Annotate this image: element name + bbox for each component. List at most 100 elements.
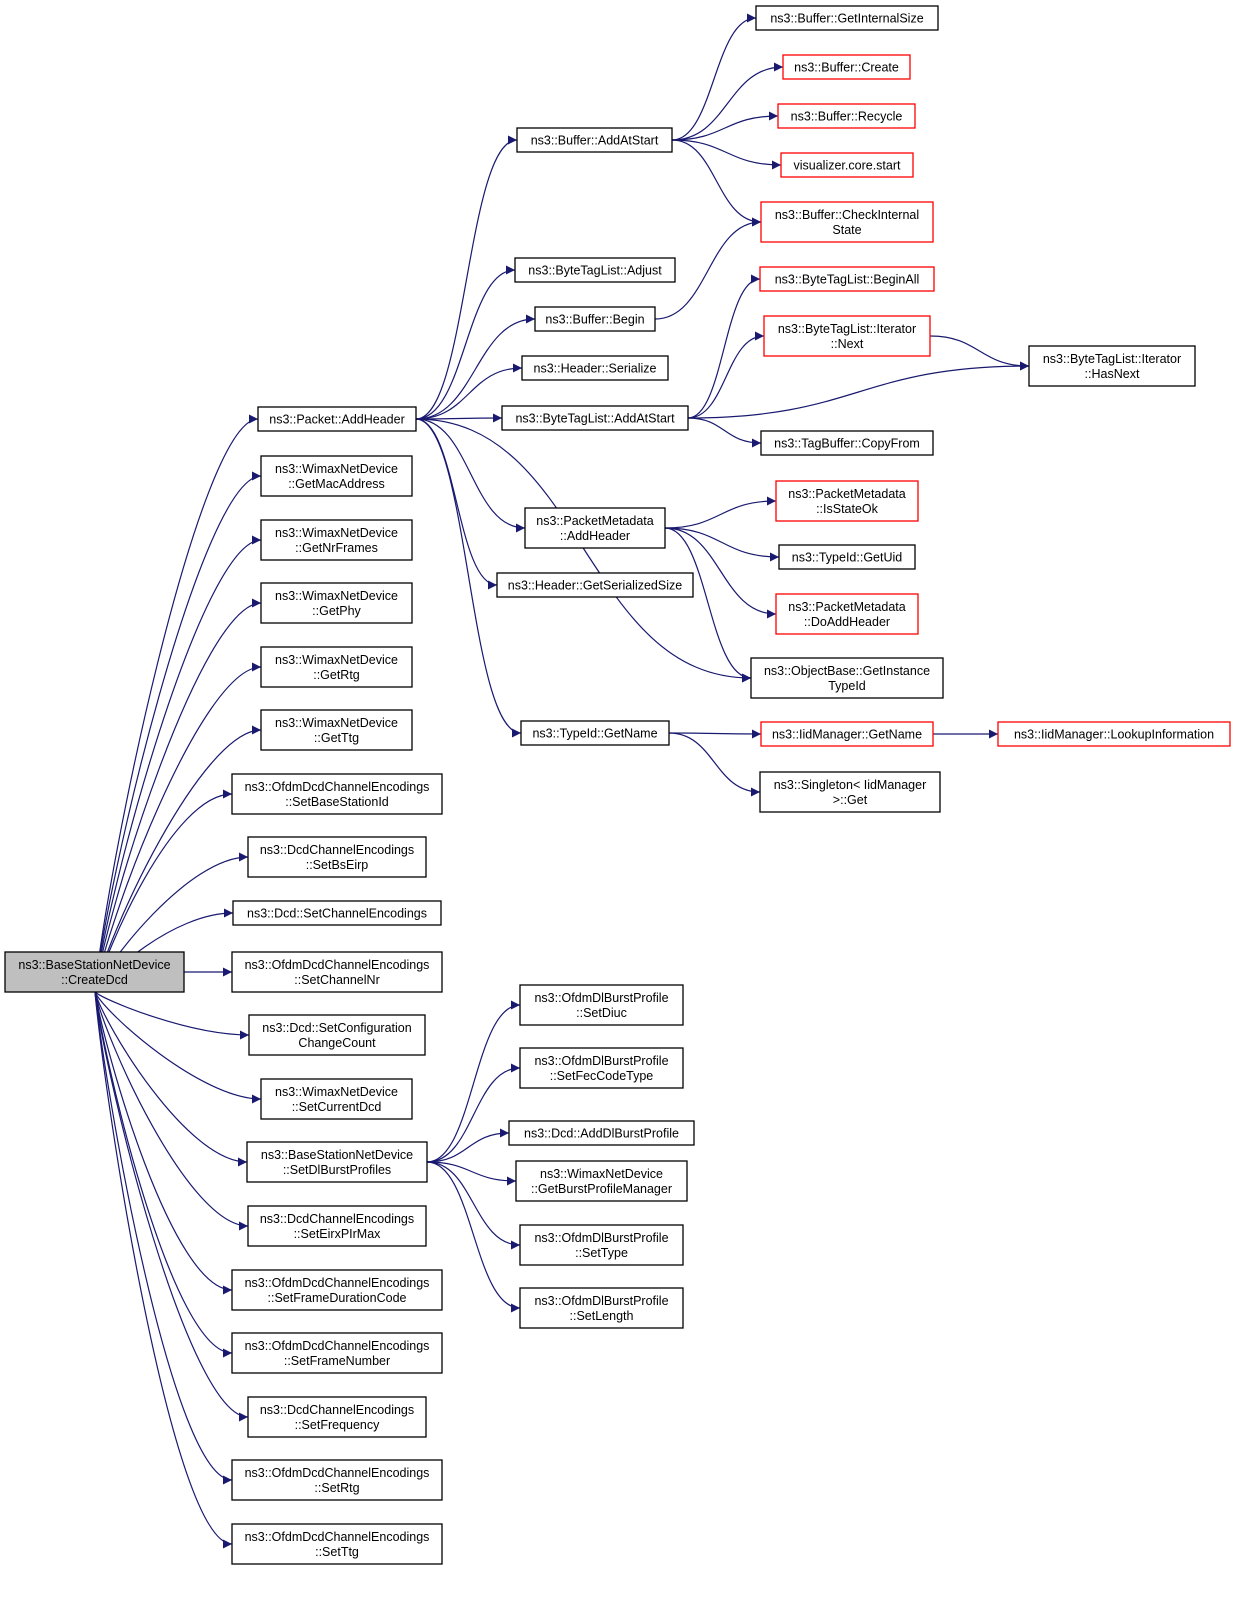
node-set-dl-burst-profiles[interactable]: ns3::BaseStationNetDevice::SetDlBurstPro…	[246, 1141, 428, 1183]
node-iid-get-name[interactable]: ns3::IidManager::GetName	[760, 721, 934, 747]
node-btl-add-at-start[interactable]: ns3::ByteTagList::AddAtStart	[501, 405, 689, 431]
node-box[interactable]	[519, 984, 684, 1026]
node-box[interactable]	[514, 257, 676, 283]
node-box[interactable]	[782, 54, 911, 80]
node-hdr-get-serialized-size[interactable]: ns3::Header::GetSerializedSize	[496, 572, 694, 598]
node-box[interactable]	[521, 355, 669, 381]
node-buf-recycle[interactable]: ns3::Buffer::Recycle	[777, 103, 916, 129]
node-box[interactable]	[755, 5, 939, 31]
node-box[interactable]	[534, 306, 656, 332]
node-root[interactable]: ns3::BaseStationNetDevice::CreateDcd	[4, 951, 185, 993]
node-ofdm-set-length[interactable]: ns3::OfdmDlBurstProfile::SetLength	[519, 1287, 684, 1329]
node-box[interactable]	[260, 519, 413, 561]
node-buf-begin[interactable]: ns3::Buffer::Begin	[534, 306, 656, 332]
node-iid-lookup[interactable]: ns3::IidManager::LookupInformation	[997, 721, 1231, 747]
node-box[interactable]	[231, 1332, 443, 1374]
node-box[interactable]	[519, 1047, 684, 1089]
node-box[interactable]	[775, 593, 919, 635]
node-box[interactable]	[997, 721, 1231, 747]
node-set-bs-eirp[interactable]: ns3::DcdChannelEncodings::SetBsEirp	[247, 836, 427, 878]
node-box[interactable]	[231, 951, 443, 993]
node-ofdm-set-diuc[interactable]: ns3::OfdmDlBurstProfile::SetDiuc	[519, 984, 684, 1026]
node-box[interactable]	[760, 201, 934, 243]
node-box[interactable]	[260, 646, 413, 688]
node-box[interactable]	[4, 951, 185, 993]
node-set-frame-duration-code[interactable]: ns3::OfdmDcdChannelEncodings::SetFrameDu…	[231, 1269, 443, 1311]
node-box[interactable]	[231, 1523, 443, 1565]
node-box[interactable]	[778, 544, 916, 570]
node-set-frequency[interactable]: ns3::DcdChannelEncodings::SetFrequency	[247, 1396, 427, 1438]
node-set-rtg[interactable]: ns3::OfdmDcdChannelEncodings::SetRtg	[231, 1459, 443, 1501]
node-btl-begin-all[interactable]: ns3::ByteTagList::BeginAll	[759, 266, 935, 292]
node-get-phy[interactable]: ns3::WimaxNetDevice::GetPhy	[260, 582, 413, 624]
node-add-header[interactable]: ns3::Packet::AddHeader	[257, 406, 417, 432]
node-box[interactable]	[515, 1160, 688, 1202]
node-ofdm-set-type[interactable]: ns3::OfdmDlBurstProfile::SetType	[519, 1224, 684, 1266]
node-set-base-station-id[interactable]: ns3::OfdmDcdChannelEncodings::SetBaseSta…	[231, 773, 443, 815]
node-wimax-get-burst-mgr[interactable]: ns3::WimaxNetDevice::GetBurstProfileMana…	[515, 1160, 688, 1202]
node-get-mac-address[interactable]: ns3::WimaxNetDevice::GetMacAddress	[260, 455, 413, 497]
node-get-ttg[interactable]: ns3::WimaxNetDevice::GetTtg	[260, 709, 413, 751]
node-box[interactable]	[231, 773, 443, 815]
node-type-get-name[interactable]: ns3::TypeId::GetName	[520, 720, 670, 746]
node-box[interactable]	[519, 1287, 684, 1329]
node-pm-is-state-ok[interactable]: ns3::PacketMetadata::IsStateOk	[775, 480, 919, 522]
node-box[interactable]	[247, 1396, 427, 1438]
node-box[interactable]	[520, 720, 670, 746]
node-box[interactable]	[777, 103, 916, 129]
node-box[interactable]	[759, 771, 941, 813]
node-box[interactable]	[780, 152, 914, 178]
node-btl-adjust[interactable]: ns3::ByteTagList::Adjust	[514, 257, 676, 283]
node-box[interactable]	[508, 1120, 695, 1146]
node-box[interactable]	[260, 582, 413, 624]
node-box[interactable]	[231, 1269, 443, 1311]
node-box[interactable]	[232, 900, 442, 926]
node-hdr-serialize[interactable]: ns3::Header::Serialize	[521, 355, 669, 381]
node-ofdm-set-fec[interactable]: ns3::OfdmDlBurstProfile::SetFecCodeType	[519, 1047, 684, 1089]
node-box[interactable]	[260, 455, 413, 497]
node-box[interactable]	[760, 721, 934, 747]
node-box[interactable]	[775, 480, 919, 522]
node-box[interactable]	[763, 315, 931, 357]
node-buf-get-internal-size[interactable]: ns3::Buffer::GetInternalSize	[755, 5, 939, 31]
node-box[interactable]	[257, 406, 417, 432]
node-pm-do-add-header[interactable]: ns3::PacketMetadata::DoAddHeader	[775, 593, 919, 635]
node-box[interactable]	[1028, 345, 1196, 387]
node-buf-create[interactable]: ns3::Buffer::Create	[782, 54, 911, 80]
node-box[interactable]	[246, 1141, 428, 1183]
node-box[interactable]	[524, 507, 666, 549]
node-box[interactable]	[516, 127, 673, 153]
node-dcd-add-dl-burst[interactable]: ns3::Dcd::AddDlBurstProfile	[508, 1120, 695, 1146]
node-box[interactable]	[247, 1205, 427, 1247]
node-box[interactable]	[260, 1078, 413, 1120]
node-type-get-uid[interactable]: ns3::TypeId::GetUid	[778, 544, 916, 570]
node-box[interactable]	[759, 266, 935, 292]
node-set-eirx-pir-max[interactable]: ns3::DcdChannelEncodings::SetEirxPIrMax	[247, 1205, 427, 1247]
node-box[interactable]	[519, 1224, 684, 1266]
node-singleton-get[interactable]: ns3::Singleton< IidManager>::Get	[759, 771, 941, 813]
node-set-ttg[interactable]: ns3::OfdmDcdChannelEncodings::SetTtg	[231, 1523, 443, 1565]
node-tag-copy-from[interactable]: ns3::TagBuffer::CopyFrom	[760, 430, 934, 456]
node-box[interactable]	[260, 709, 413, 751]
node-box[interactable]	[247, 836, 427, 878]
node-btl-iter-next[interactable]: ns3::ByteTagList::Iterator::Next	[763, 315, 931, 357]
node-set-channel-encodings[interactable]: ns3::Dcd::SetChannelEncodings	[232, 900, 442, 926]
node-pm-add-header[interactable]: ns3::PacketMetadata::AddHeader	[524, 507, 666, 549]
node-set-channel-nr[interactable]: ns3::OfdmDcdChannelEncodings::SetChannel…	[231, 951, 443, 993]
node-box[interactable]	[760, 430, 934, 456]
node-buf-add-at-start[interactable]: ns3::Buffer::AddAtStart	[516, 127, 673, 153]
node-box[interactable]	[501, 405, 689, 431]
node-get-nr-frames[interactable]: ns3::WimaxNetDevice::GetNrFrames	[260, 519, 413, 561]
node-get-rtg[interactable]: ns3::WimaxNetDevice::GetRtg	[260, 646, 413, 688]
node-btl-iter-has-next[interactable]: ns3::ByteTagList::Iterator::HasNext	[1028, 345, 1196, 387]
node-viz-start[interactable]: visualizer.core.start	[780, 152, 914, 178]
node-box[interactable]	[231, 1459, 443, 1501]
node-box[interactable]	[248, 1014, 426, 1056]
node-box[interactable]	[750, 657, 944, 699]
node-set-frame-number[interactable]: ns3::OfdmDcdChannelEncodings::SetFrameNu…	[231, 1332, 443, 1374]
node-box[interactable]	[496, 572, 694, 598]
node-set-current-dcd[interactable]: ns3::WimaxNetDevice::SetCurrentDcd	[260, 1078, 413, 1120]
